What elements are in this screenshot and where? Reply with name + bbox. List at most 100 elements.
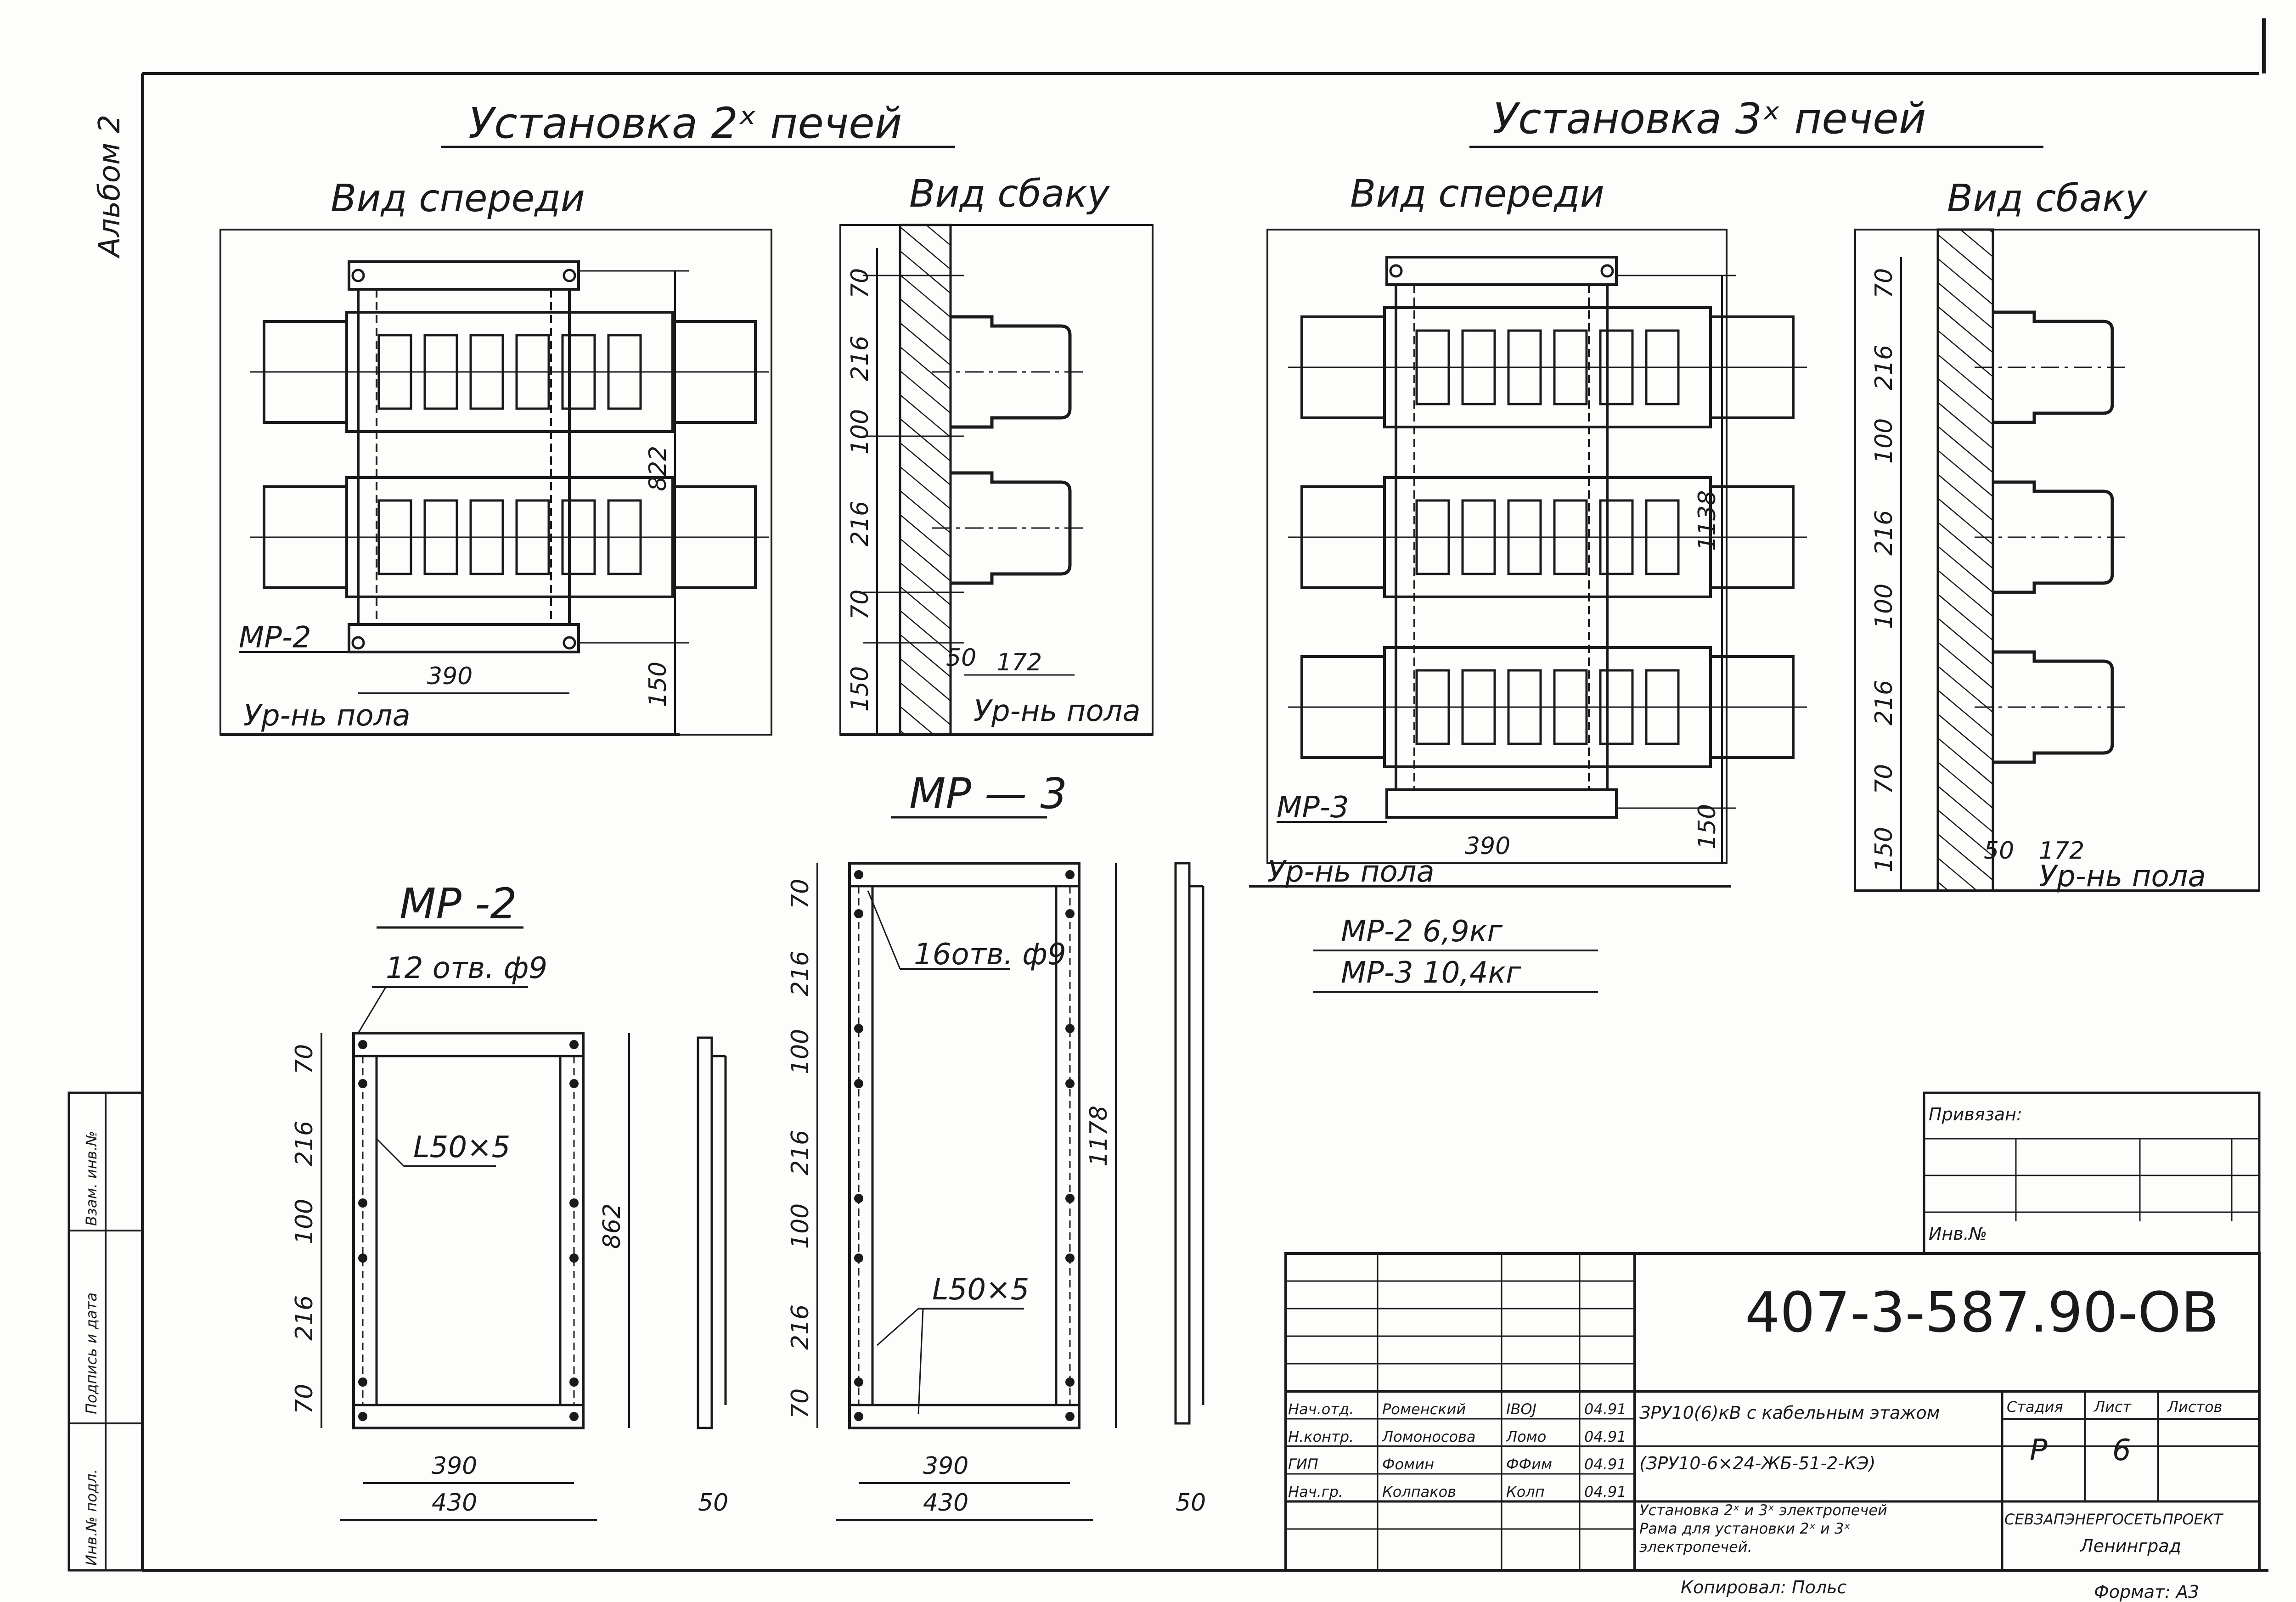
sheet-title3: электропечей. [1639,1538,1752,1556]
floor-label-b: Ур-нь пола [974,694,1141,728]
three-heaters-title: Установка 3ˣ печей [1492,94,1926,143]
dim-216-g: 216 [291,1295,318,1341]
dim-216-f: 216 [291,1121,318,1166]
org-city: Ленинград [2079,1536,2181,1556]
mp3-title: МР — 3 [909,769,1067,818]
dim-150-c: 150 [1694,804,1721,849]
weight-mp2: МР-2 6,9кг [1341,915,1503,949]
mp2-label-a: МР-2 [239,621,311,655]
mp2-holes: 12 отв. ф9 [386,951,547,985]
inv-no-label: Инв.№ [1929,1224,1987,1244]
dim-70-e: 70 [291,1044,318,1074]
dim-50-a: 50 [946,644,976,672]
copied-by: Копировал: Польс [1681,1577,1846,1597]
two-heaters-title: Установка 2ˣ печей [468,99,902,148]
row3-date: 04.91 [1584,1456,1626,1473]
stage-value: Р [2030,1433,2048,1467]
dim-822: 822 [644,446,672,491]
dim-216-e: 216 [1870,680,1898,725]
sheet-title1: Установка 2ˣ и 3ˣ электропечей [1639,1501,1887,1519]
dim-390-c: 390 [432,1452,477,1480]
dim-100-a: 100 [846,409,874,455]
dim-1138: 1138 [1694,490,1721,551]
three-heaters-section: Установка 3ˣ печей Вид спереди 1138 150 … [1249,94,2260,993]
doc-code: 407-3-587.90-ОВ [1745,1281,2219,1345]
front-view-3-title: Вид спереди [1350,172,1604,216]
dim-216-i: 216 [787,1130,814,1175]
row2-date: 04.91 [1584,1428,1626,1445]
row4-date: 04.91 [1584,1483,1626,1501]
floor-label-c: Ур-нь пола [1267,855,1435,889]
dim-70-f: 70 [291,1384,318,1414]
two-heaters-section: Установка 2ˣ печей Вид спереди 822 150 3… [219,99,1154,736]
dim-216-a: 216 [846,336,874,381]
dim-150-d: 150 [1870,827,1898,872]
dim-70-g: 70 [787,879,814,909]
stage-header: Стадия [2007,1398,2063,1416]
dim-70-d: 70 [1870,764,1898,794]
privyazan-label: Привязан: [1929,1104,2022,1124]
floor-label-d: Ур-нь пола [2039,860,2206,894]
dim-70-c: 70 [1870,268,1898,298]
dim-1178: 1178 [1085,1106,1113,1166]
dim-216-d: 216 [1870,510,1898,556]
row2-sign: Ломо [1506,1428,1546,1445]
mp3-holes: 16отв. ф9 [914,938,1066,972]
sign-date-label: Подпись и дата [83,1293,100,1414]
row2-name: Ломоносова [1382,1428,1476,1445]
dim-100-f: 100 [787,1203,814,1249]
sheet-title2: Рама для установки 2ˣ и 3ˣ [1639,1520,1851,1537]
dim-172-a: 172 [996,649,1042,676]
dim-216-c: 216 [1870,345,1898,390]
title-block: Привязан: Инв.№ 407-3-587.90-ОВ Нач.отд.… [1284,1091,2261,1572]
dim-70-b: 70 [846,590,874,620]
dim-100-d: 100 [291,1199,318,1244]
dim-390-a: 390 [427,663,473,690]
dim-216-b: 216 [846,501,874,546]
dim-390-d: 390 [923,1452,968,1480]
signature-rows: Нач.отд. Роменский ІВОJ 04.91 Н.контр. Л… [1288,1400,1626,1501]
mp2-angle: L50×5 [413,1130,510,1164]
dim-216-j: 216 [787,1304,814,1350]
row1-date: 04.91 [1584,1400,1626,1418]
side-view-3-title: Вид сбаку [1947,177,2148,220]
side-view-2-title: Вид сбаку [909,172,1110,216]
mp3-frame-drawing: МР — 3 16отв. ф9 L50×5 70 216 100 216 [787,769,1206,1521]
row4-name: Колпаков [1382,1483,1456,1501]
front-view-2-title: Вид спереди [331,177,585,220]
vzam-label: Взам. инв.№ [83,1131,100,1226]
row1-name: Роменский [1382,1400,1466,1418]
mp2-frame-drawing: МР -2 12 отв. ф9 L50×5 70 216 100 216 70… [291,879,728,1521]
row3-role: ГИП [1288,1456,1318,1473]
weight-mp3: МР-3 10,4кг [1341,956,1521,990]
dim-70-h: 70 [787,1388,814,1419]
inv-orig-label: Инв.№ подл. [83,1469,100,1566]
sheet-header: Лист [2093,1398,2132,1416]
sheets-header: Листов [2167,1398,2223,1416]
row3-name: Фомин [1382,1456,1434,1473]
side-view-2: Вид сбаку 70 216 100 216 70 150 50 172 У… [839,172,1154,736]
dim-100-c: 100 [1870,584,1898,629]
object-line1: ЗРУ10(6)кВ с кабельным этажом [1639,1403,1940,1423]
dim-216-h: 216 [787,951,814,996]
dim-70-a: 70 [846,268,874,298]
dim-430-b: 430 [923,1489,968,1517]
row1-role: Нач.отд. [1288,1400,1354,1418]
sheet-value: 6 [2112,1433,2131,1467]
dim-430-a: 430 [432,1489,477,1517]
dim-50-d: 50 [1176,1489,1206,1517]
mp3-label-a: МР-3 [1277,791,1349,825]
dim-50-b: 50 [1984,837,2014,865]
mp2-holes-dots [358,1040,579,1421]
dim-390-b: 390 [1465,832,1510,860]
side-view-3: Вид сбаку 70 216 100 216 100 216 70 150 … [1854,177,2260,894]
front-view-3: Вид спереди 1138 150 390 МР-3 Ур-нь пола [1249,172,1807,993]
dim-172-b: 172 [2039,837,2084,865]
floor-label-a: Ур-нь пола [243,699,411,733]
mp3-angle: L50×5 [932,1273,1029,1307]
org-name: СЕВЗАПЭНЕРГОСЕТЬПРОЕКТ [2004,1511,2223,1528]
row4-sign: Колп [1506,1483,1545,1501]
mp3-holes-dots [854,870,1075,1421]
format-label: Формат: А3 [2094,1582,2199,1602]
